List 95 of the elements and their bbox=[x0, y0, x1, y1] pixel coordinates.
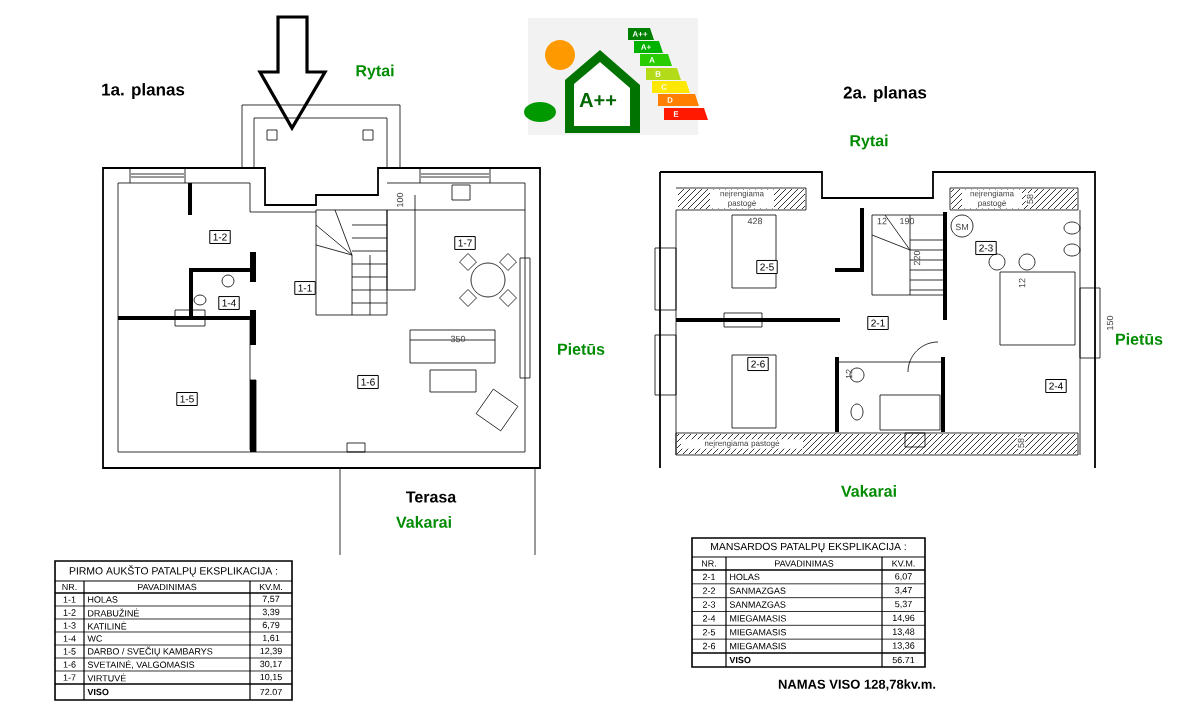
table-cell: MIEGAMASIS bbox=[730, 629, 786, 636]
table-cell: 3,47 bbox=[895, 587, 912, 595]
energy-class-label: A bbox=[649, 57, 655, 63]
dimension-text: 220 bbox=[913, 250, 921, 266]
table-cell: 1-5 bbox=[63, 648, 76, 655]
table-cell: 30,17 bbox=[260, 660, 282, 669]
compass-label: Vakarai bbox=[841, 485, 896, 497]
column-header: NR. bbox=[62, 583, 77, 591]
dimension-text: 190 bbox=[900, 217, 915, 225]
table-cell: 2-1 bbox=[702, 573, 716, 581]
compass-label: Rytai bbox=[356, 64, 394, 80]
compass-label: Pietūs bbox=[1116, 333, 1163, 345]
table-cell: 10,15 bbox=[260, 673, 282, 682]
table-cell: KATILINĖ bbox=[88, 621, 127, 630]
table-cell: 1-6 bbox=[63, 661, 76, 668]
table-title: PIRMO AUKŠTO PATALPŲ EKSPLIKACIJA : bbox=[69, 565, 278, 577]
energy-class-label: A++ bbox=[632, 31, 648, 37]
table-cell: DRABUŽINĖ bbox=[88, 608, 139, 617]
table-cell: 5,37 bbox=[895, 600, 912, 609]
energy-class-label: E bbox=[673, 111, 679, 117]
table-cell: 2-2 bbox=[702, 587, 716, 594]
table-cell: 1-4 bbox=[63, 635, 76, 642]
table-cell: 7,57 bbox=[262, 595, 280, 604]
attic-note: neįrengiama pastogė bbox=[681, 439, 803, 449]
dimension-text: 12 bbox=[877, 217, 887, 225]
table-cell: 3,39 bbox=[262, 608, 280, 617]
dimension-text: 350 bbox=[450, 335, 466, 343]
table-cell: 6,79 bbox=[262, 621, 280, 630]
dimension-text: 12 bbox=[1018, 278, 1026, 288]
attic-note: neįrengiama pastogė bbox=[962, 189, 1022, 209]
plan-title: 1a. planas bbox=[102, 83, 185, 99]
plan-title: 2a. planas bbox=[843, 86, 927, 102]
table-cell: WC bbox=[87, 635, 103, 642]
table-cell: HOLAS bbox=[730, 573, 760, 581]
room-tag: 2-5 bbox=[756, 259, 778, 275]
table-cell: VISO bbox=[729, 656, 751, 664]
compass-label: Pietūs bbox=[558, 343, 605, 355]
room-tag: 1-5 bbox=[176, 392, 198, 406]
table-cell: 2-5 bbox=[702, 629, 716, 636]
table-cell: 56.71 bbox=[892, 656, 915, 664]
table-cell: VIRTUVĖ bbox=[87, 673, 126, 682]
table-cell: SVETAINĖ, VALGOMASIS bbox=[87, 660, 195, 669]
attic-note: neįrengiama pastogė bbox=[710, 189, 774, 209]
compass-label: Vakarai bbox=[396, 516, 451, 528]
dimension-text: SM bbox=[955, 223, 969, 231]
energy-class-label: C bbox=[661, 84, 667, 90]
table-cell: 1-2 bbox=[63, 609, 76, 616]
table-cell: MIEGAMASIS bbox=[730, 615, 786, 622]
dimension-text: 150 bbox=[1105, 314, 1115, 332]
table-title: MANSARDOS PATALPŲ EKSPLIKACIJA : bbox=[711, 542, 906, 553]
compass-label: Rytai bbox=[850, 134, 888, 150]
energy-class-label: A+ bbox=[640, 44, 651, 50]
column-header: PAVADINIMAS bbox=[775, 560, 834, 567]
room-tag: 1-6 bbox=[357, 374, 379, 390]
total-area-text: NAMAS VISO 128,78kv.m. bbox=[778, 679, 936, 691]
room-tag: 2-6 bbox=[747, 356, 769, 372]
table-cell: 72.07 bbox=[260, 688, 282, 696]
column-header: KV.M. bbox=[259, 583, 283, 591]
table-cell: 13,36 bbox=[892, 642, 915, 650]
table-cell: 13,48 bbox=[892, 628, 915, 636]
table-cell: 2-4 bbox=[702, 615, 716, 622]
dimension-text: 428 bbox=[747, 217, 763, 225]
table-cell: DARBO / SVEČIŲ KAMBARYS bbox=[88, 646, 213, 657]
terrace-label: Terasa bbox=[406, 491, 457, 503]
table-cell: 2-3 bbox=[702, 601, 716, 608]
dimension-text: 58 bbox=[1025, 193, 1035, 205]
room-tag: 1-1 bbox=[294, 281, 316, 295]
dimension-text: 100 bbox=[396, 192, 404, 207]
dimension-text: 12 bbox=[845, 369, 853, 379]
table-cell: HOLAS bbox=[88, 596, 118, 603]
table-cell: SANMAZGAS bbox=[729, 587, 786, 594]
table-cell: VISO bbox=[87, 688, 109, 696]
table-cell: 6,07 bbox=[895, 573, 912, 581]
dimension-text: 58 bbox=[1016, 437, 1026, 449]
table-cell: SANMAZGAS bbox=[729, 601, 786, 608]
table-cell: 1-1 bbox=[63, 596, 76, 603]
room-tag: 2-1 bbox=[867, 316, 889, 330]
table-cell: 1-3 bbox=[63, 622, 76, 629]
column-header: KV.M. bbox=[892, 560, 915, 567]
table-cell: 14,96 bbox=[892, 614, 915, 623]
energy-class-label: A++ bbox=[579, 93, 617, 107]
table-cell: MIEGAMASIS bbox=[730, 642, 786, 650]
table-cell: 1,61 bbox=[262, 634, 280, 643]
room-tag: 1-2 bbox=[209, 230, 231, 244]
table-cell: 2-6 bbox=[702, 642, 716, 650]
energy-class-label: D bbox=[667, 97, 673, 103]
room-tag: 1-7 bbox=[454, 236, 476, 250]
table-cell: 1-7 bbox=[63, 674, 76, 681]
column-header: NR. bbox=[702, 560, 716, 567]
room-tag: 2-4 bbox=[1045, 379, 1067, 393]
column-header: PAVADINIMAS bbox=[138, 583, 197, 591]
room-tag: 1-4 bbox=[218, 296, 240, 310]
table-cell: 12,39 bbox=[260, 647, 282, 656]
energy-class-label: B bbox=[655, 71, 661, 77]
room-tag: 2-3 bbox=[975, 240, 997, 256]
